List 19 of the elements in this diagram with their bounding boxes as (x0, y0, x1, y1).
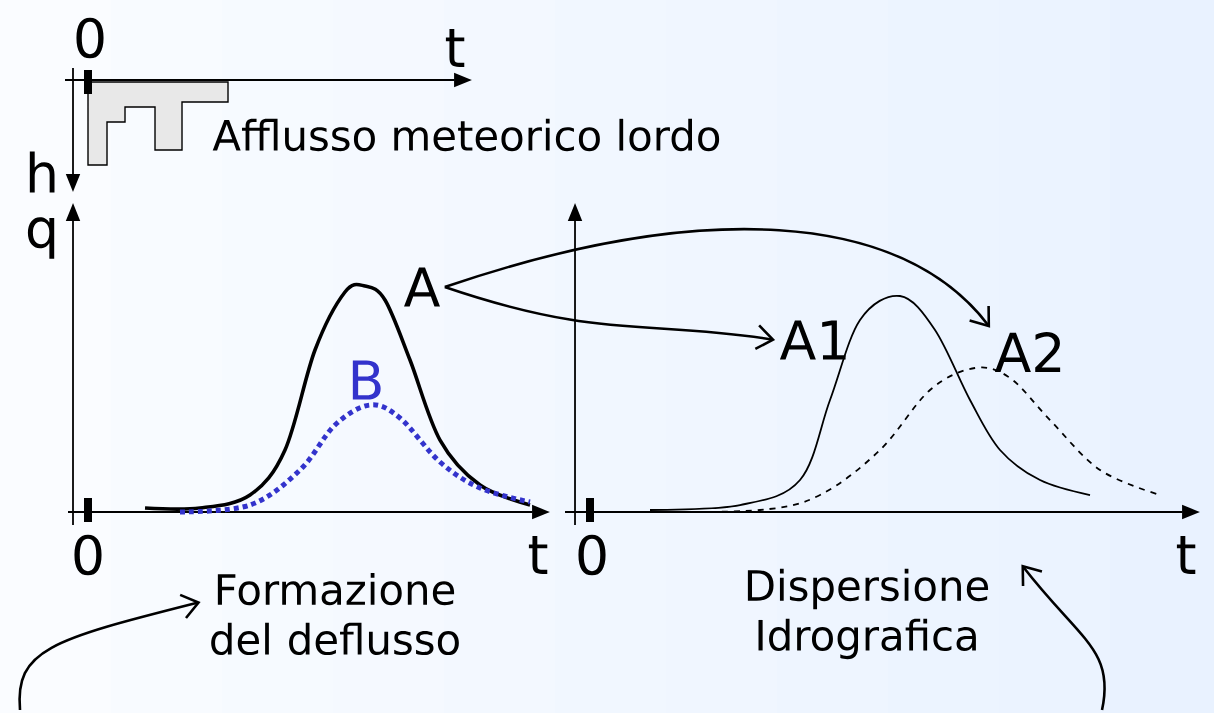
text-label: A (404, 267, 440, 307)
axis-label: t (528, 536, 548, 574)
arrow (18, 593, 201, 711)
axis-label: t (1176, 536, 1196, 574)
arrow (444, 285, 776, 351)
axis-label: B (352, 360, 381, 400)
arrow (1021, 564, 1106, 711)
axis-label: Afflusso meteorico lordo (212, 118, 720, 152)
arrow (444, 228, 991, 328)
axis-label: h (29, 151, 55, 193)
axis-label: 0 (76, 17, 104, 59)
text-label: A1 (779, 320, 846, 360)
text-label: Dispersione Idrografica (747, 568, 989, 660)
axis-label: 0 (74, 534, 102, 576)
axis-label: 0 (578, 534, 606, 576)
text-label: Formazione del deflusso (211, 572, 459, 656)
text-label: A2 (994, 332, 1061, 372)
axis-label: t (445, 29, 465, 67)
axis-label: q (27, 217, 55, 259)
